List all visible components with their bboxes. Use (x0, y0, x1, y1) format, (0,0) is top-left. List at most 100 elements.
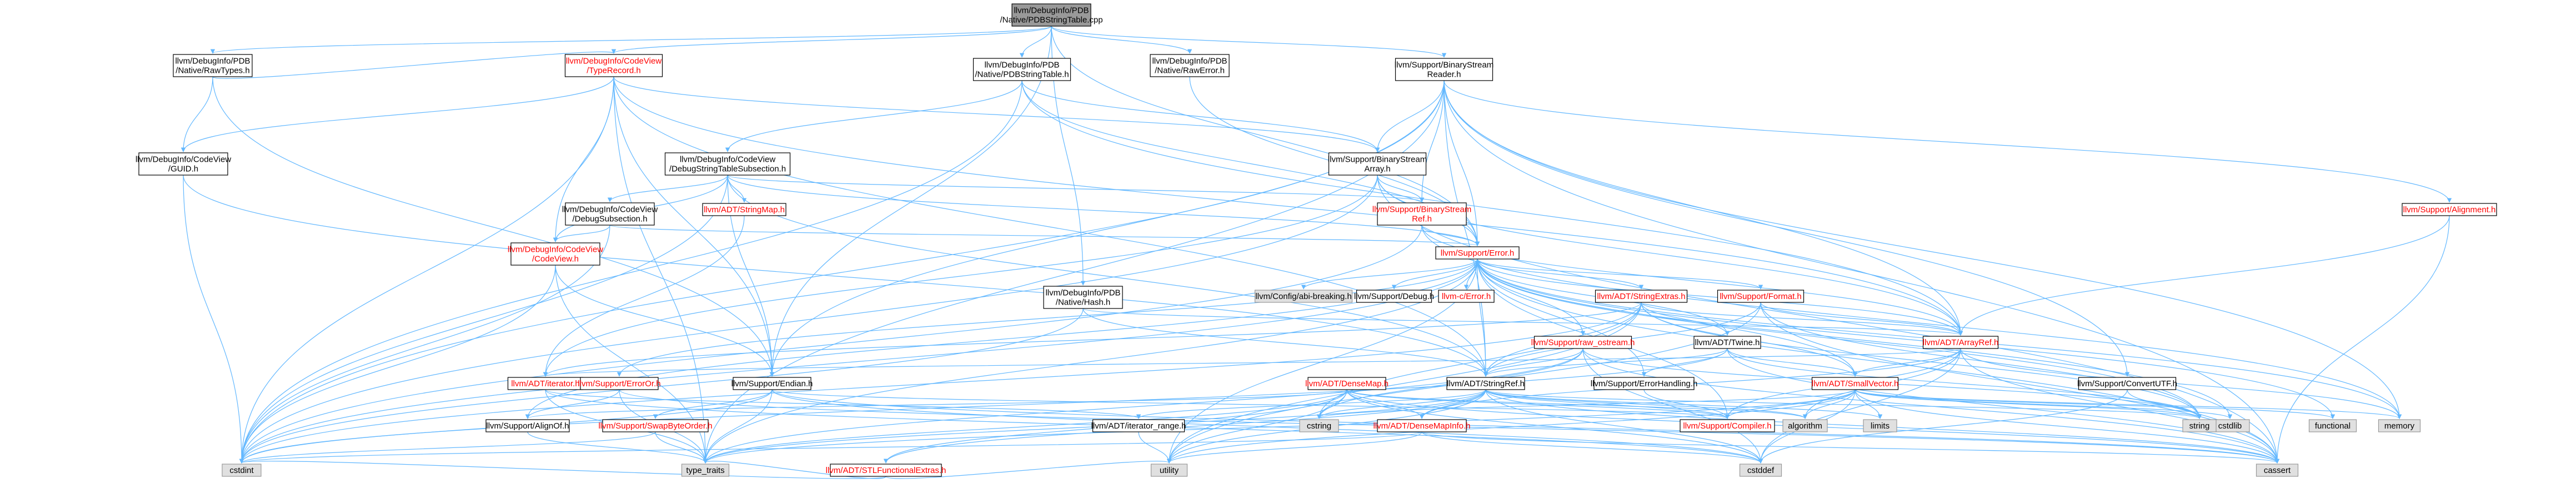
edge-bsarray-to-bsref (1377, 175, 1425, 202)
node-rawerror[interactable]: llvm/DebugInfo/PDB/Native/RawError.h (1150, 54, 1230, 77)
edge-bsreader-to-convertutf (1444, 80, 2130, 377)
edge-twine-to-smallvector (1727, 348, 1858, 377)
node-rawostream[interactable]: llvm/Support/raw_ostream.h (1531, 336, 1635, 349)
node-densemapinfo[interactable]: llvm/ADT/DenseMapInfo.h (1373, 419, 1471, 432)
edge-hash-to-stringref (1082, 308, 1489, 377)
node-label: llvm/ADT/Twine.h (1695, 338, 1760, 347)
edge-convertutf-to-string (2127, 389, 2202, 419)
edge-typerecord-to-bsarray (613, 76, 1380, 152)
node-label: llvm/ADT/SmallVector.h (1812, 379, 1899, 389)
node-stringmap[interactable]: llvm/ADT/StringMap.h (702, 203, 786, 216)
node-box (830, 464, 942, 477)
edge-rawostream-to-cstddef (1582, 348, 1763, 464)
node-cerror[interactable]: llvm-c/Error.h (1438, 290, 1495, 303)
node-label: llvm/Support/AlignOf.h (486, 421, 569, 431)
node-hash[interactable]: llvm/DebugInfo/PDB/Native/Hash.h (1043, 286, 1123, 309)
edge-twine-to-stringref (1483, 348, 1728, 377)
node-label: llvm/DebugInfo/PDB (175, 57, 250, 66)
edge-stringref-to-cstring (1316, 389, 1486, 419)
node-rawtypes[interactable]: llvm/DebugInfo/PDB/Native/RawTypes.h (173, 54, 253, 77)
edge-bsarray-to-iterator (543, 175, 1378, 377)
node-box (1593, 377, 1695, 390)
edge-smallvector-to-cstring (1317, 389, 1856, 419)
node-compiler[interactable]: llvm/Support/Compiler.h (1680, 419, 1775, 432)
node-label: llvm/DebugInfo/PDB (984, 61, 1059, 70)
node-label: llvm/DebugInfo/PDB (1045, 288, 1120, 298)
edge-dsts-to-cstdint (239, 175, 728, 464)
edge-codeview-to-endian (555, 265, 775, 377)
edge-bsreader-to-alignment (1444, 80, 2452, 203)
node-box (2256, 464, 2299, 477)
node-error[interactable]: llvm/Support/Error.h (1435, 246, 1520, 260)
node-codeview[interactable]: llvm/DebugInfo/CodeView/CodeView.h (508, 242, 603, 266)
edge-densemap-to-algorithm (1346, 389, 1807, 419)
node-twine[interactable]: llvm/ADT/Twine.h (1693, 336, 1761, 349)
node-iterator[interactable]: llvm/ADT/iterator.h (507, 377, 584, 390)
edge-error-to-erroror (617, 258, 1478, 377)
node-box (1811, 377, 1899, 390)
node-erroror[interactable]: llvm/Support/ErrorOr.h (578, 377, 661, 390)
node-root[interactable]: llvm/DebugInfo/PDB/Native/PDBStringTable… (1000, 3, 1103, 27)
node-errhandling[interactable]: llvm/Support/ErrorHandling.h (1591, 377, 1698, 390)
node-box (222, 464, 262, 477)
edge-smallvector-to-memory (1855, 389, 2402, 419)
node-label: llvm/ADT/DenseMapInfo.h (1373, 421, 1470, 431)
node-strextras[interactable]: llvm/ADT/StringExtras.h (1595, 290, 1688, 303)
node-typetraits: type_traits (681, 464, 730, 477)
edge-error-to-functional (1477, 258, 2336, 419)
edge-rawostream-to-stringref (1483, 348, 1583, 377)
node-label: llvm/Support/Format.h (1720, 292, 1802, 301)
node-label: llvm/DebugInfo/CodeView (566, 57, 661, 66)
edge-alignof-to-typetraits (527, 431, 708, 464)
edge-stringref-to-stlfunc (883, 389, 1486, 464)
node-debug[interactable]: llvm/Support/Debug.h (1354, 290, 1434, 303)
node-typerecord[interactable]: llvm/DebugInfo/CodeView/TypeRecord.h (564, 54, 663, 77)
edge-swapbyte-to-typetraits (655, 431, 708, 464)
node-label: /Native/PDBStringTable.h (975, 70, 1069, 79)
edge-bsref-to-cstdint (239, 225, 1422, 464)
node-label: /Native/Hash.h (1056, 298, 1110, 307)
node-format[interactable]: llvm/Support/Format.h (1717, 290, 1805, 303)
node-box (2402, 203, 2497, 216)
node-swapbyte[interactable]: llvm/Support/SwapByteOrder.h (598, 419, 713, 432)
edge-codeview-to-cstdint (239, 265, 556, 464)
node-box (565, 202, 655, 226)
node-dsubsec[interactable]: llvm/DebugInfo/CodeView/DebugSubsection.… (562, 202, 658, 226)
node-box (1693, 336, 1761, 349)
edge-dsts-to-dsubsec (607, 175, 728, 202)
node-stringref[interactable]: llvm/ADT/StringRef.h (1446, 377, 1525, 390)
node-box (2378, 419, 2421, 432)
node-algorithm: algorithm (1782, 419, 1828, 432)
edge-erroror-to-alignof (525, 389, 620, 419)
node-box (1092, 419, 1185, 432)
node-endian[interactable]: llvm/Support/Endian.h (731, 377, 813, 390)
edge-endian-to-swapbyte (653, 389, 773, 419)
node-label: llvm/Support/ErrorOr.h (578, 379, 660, 389)
node-guid[interactable]: llvm/DebugInfo/CodeView/GUID.h (136, 152, 231, 176)
node-densemap[interactable]: llvm/ADT/DenseMap.h (1305, 377, 1389, 390)
edge-arrayref-to-smallvector (1852, 348, 1961, 377)
node-itrange[interactable]: llvm/ADT/iterator_range.h (1091, 419, 1186, 432)
edge-smallvector-to-cassert (1855, 389, 2280, 464)
node-label: llvm/ADT/iterator_range.h (1091, 421, 1186, 431)
node-arrayref[interactable]: llvm/ADT/ArrayRef.h (1922, 336, 1999, 349)
edge-bsreader-to-bsarray (1375, 80, 1445, 152)
node-box (1782, 419, 1828, 432)
edge-stringmap-to-iterator (543, 215, 745, 377)
node-dsts[interactable]: llvm/DebugInfo/CodeView/DebugStringTable… (664, 152, 791, 176)
node-alignment[interactable]: llvm/Support/Alignment.h (2402, 203, 2497, 216)
node-smallvector[interactable]: llvm/ADT/SmallVector.h (1812, 377, 1899, 390)
edge-itrange-to-utility (1138, 431, 1172, 464)
node-box (1922, 336, 1999, 349)
node-stlfunc[interactable]: llvm/ADT/STLFunctionalExtras.h (826, 464, 946, 477)
edge-alignment-to-arrayref (1958, 215, 2450, 336)
node-pdbstrtable[interactable]: llvm/DebugInfo/PDB/Native/PDBStringTable… (973, 58, 1071, 81)
node-label: llvm/DebugInfo/CodeView (508, 245, 603, 255)
node-label: /Native/PDBStringTable.cpp (1000, 16, 1102, 25)
edge-densemap-to-cstddef (1346, 389, 1763, 464)
node-alignof[interactable]: llvm/Support/AlignOf.h (485, 419, 570, 432)
node-convertutf[interactable]: llvm/Support/ConvertUTF.h (2077, 377, 2177, 390)
